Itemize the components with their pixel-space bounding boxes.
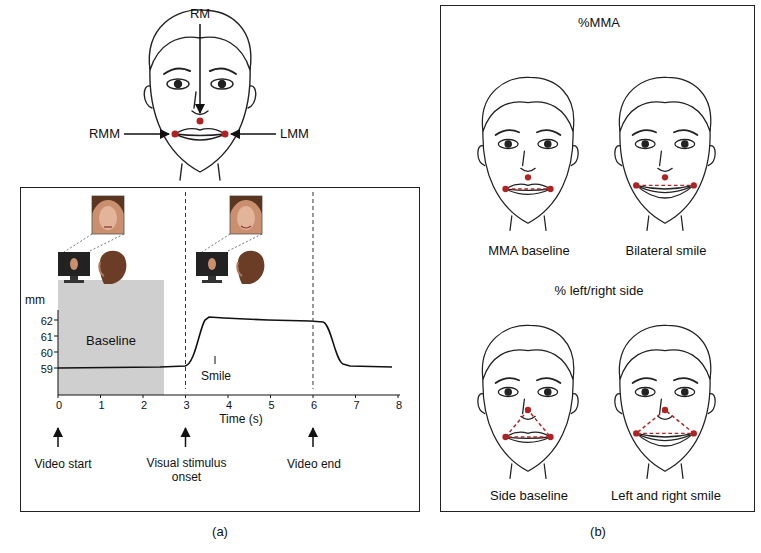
panel-text: 61	[41, 331, 53, 344]
panel-text: 7	[353, 399, 359, 412]
panel-text: 62	[41, 315, 53, 328]
panel-text: Time (s)	[219, 413, 263, 427]
panel-text: 1	[98, 399, 104, 412]
panel-text: %MMA	[578, 16, 620, 31]
panel-text: 3	[183, 399, 189, 412]
panel-text: 59	[41, 363, 53, 376]
panel-text: % left/right side	[555, 284, 644, 299]
panel-label: (a)	[212, 525, 228, 540]
panel-text: Visual stimulus onset	[132, 457, 242, 485]
panel-text: Video start	[34, 458, 91, 472]
panel-text: 4	[226, 399, 232, 412]
panel-text: Baseline	[86, 334, 136, 349]
landmark-label: LMM	[280, 127, 309, 142]
panel-text: MMA baseline	[488, 244, 570, 259]
landmark-label: RMM	[89, 127, 120, 142]
panel-text: 60	[41, 347, 53, 360]
panel-text: 2	[141, 399, 147, 412]
panel-label: (b)	[590, 525, 606, 540]
panel-text: mm	[25, 294, 45, 308]
panel-text: Left and right smile	[611, 489, 721, 504]
panel-text: 0	[56, 399, 62, 412]
panel-text: 5	[268, 399, 274, 412]
panel-text: Side baseline	[490, 489, 568, 504]
panel-text: Smile	[201, 370, 231, 384]
panel-text: 6	[311, 399, 317, 412]
panel-text: Bilateral smile	[626, 244, 707, 259]
landmark-label: RM	[190, 7, 210, 22]
method-panel: %MMA MMA baseline Bilateral smile % left/ri…	[440, 5, 755, 512]
panel-text: Video end	[287, 458, 341, 472]
chart-panel: mm 62 61 60 59 BaselineSmile 0 1 2 3 4 5 6 7 8Time (s)…	[20, 187, 420, 512]
panel-text: 8	[396, 399, 402, 412]
